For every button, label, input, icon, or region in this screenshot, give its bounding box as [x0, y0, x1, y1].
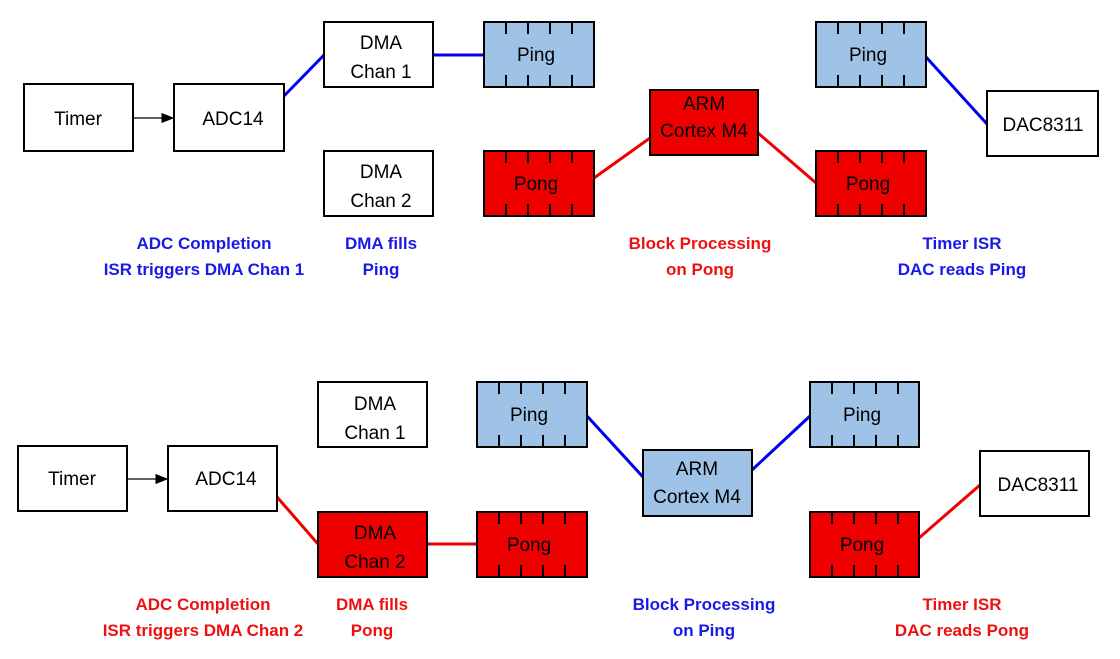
top-caption-block-line2: on Pong — [666, 260, 734, 279]
top-dma1-line2: Chan 1 — [350, 62, 411, 83]
top-ping-in-label: Ping — [517, 45, 555, 66]
bottom-arm-box: ARM Cortex M4 — [642, 449, 753, 517]
bottom-caption-block-line2: on Ping — [673, 621, 735, 640]
bottom-adc-to-dma2-link — [275, 496, 320, 545]
bottom-dma2-line1: DMA — [354, 523, 397, 544]
bottom-ping-out-label: Ping — [843, 405, 881, 426]
top-dma2-line1: DMA — [360, 162, 403, 183]
bottom-dma1-line1: DMA — [354, 394, 397, 415]
bottom-caption-timer-line2: DAC reads Pong — [895, 621, 1029, 640]
top-timer-box: Timer — [23, 83, 134, 152]
bottom-arm-line2: Cortex M4 — [653, 487, 741, 508]
top-ping-out-label: Ping — [849, 45, 887, 66]
top-caption-dma-line1: DMA fills — [345, 234, 417, 253]
bottom-dma1-line2: Chan 1 — [344, 423, 405, 444]
bottom-pong-to-dac-link — [918, 483, 981, 540]
top-adc-box: ADC14 — [173, 83, 285, 152]
top-adc-to-dma1-link — [282, 53, 326, 98]
bottom-caption-block-line1: Block Processing — [633, 595, 776, 614]
bottom-pong-out-buffer: Pong — [809, 511, 920, 578]
bottom-caption-adc-line2: ISR triggers DMA Chan 2 — [103, 621, 304, 640]
top-caption-block-line1: Block Processing — [629, 234, 772, 253]
bottom-adc-label: ADC14 — [195, 469, 257, 490]
top-ping-out-buffer: Ping — [815, 21, 927, 88]
top-pong-out-label: Pong — [846, 174, 890, 195]
top-dac-box: DAC8311 — [986, 90, 1099, 157]
top-pong-in-label: Pong — [514, 174, 558, 195]
top-dma1-box: DMA Chan 1 — [323, 21, 434, 88]
bottom-dma2-line2: Chan 2 — [344, 552, 405, 573]
bottom-caption-adc-line1: ADC Completion — [135, 595, 270, 614]
top-caption-dma-line2: Ping — [363, 260, 400, 279]
top-pong-out-buffer: Pong — [815, 150, 927, 217]
top-adc-label: ADC14 — [202, 109, 264, 130]
bottom-pong-out-label: Pong — [840, 535, 884, 556]
top-arm-box: ARM Cortex M4 — [649, 89, 759, 156]
bottom-dma2-box: DMA Chan 2 — [317, 511, 428, 578]
bottom-ping-to-arm-link — [585, 414, 645, 479]
bottom-dma1-box: DMA Chan 1 — [317, 381, 428, 448]
bottom-pong-in-label: Pong — [507, 535, 551, 556]
top-section: Timer ADC14 DMA Chan 1 DMA Chan 2 Ping — [23, 21, 1099, 279]
bottom-pong-in-buffer: Pong — [476, 511, 588, 578]
top-pong-to-arm-link — [593, 136, 651, 180]
bottom-arm-to-ping-link — [750, 414, 812, 472]
top-arm-line1: ARM — [683, 94, 725, 115]
bottom-dac-box: DAC8311 — [979, 450, 1090, 517]
top-dma2-line2: Chan 2 — [350, 191, 411, 212]
top-dma2-box: DMA Chan 2 — [323, 150, 434, 217]
top-ping-to-dac-link — [924, 55, 989, 126]
bottom-timer-box: Timer — [17, 445, 128, 512]
bottom-ping-in-label: Ping — [510, 405, 548, 426]
bottom-adc-box: ADC14 — [167, 445, 278, 512]
top-dac-label: DAC8311 — [1003, 115, 1084, 136]
bottom-ping-out-buffer: Ping — [809, 381, 920, 448]
bottom-caption-timer-line1: Timer ISR — [922, 595, 1001, 614]
top-arm-to-pong-link — [757, 131, 817, 185]
top-dma1-line1: DMA — [360, 33, 403, 54]
bottom-section: Timer ADC14 DMA Chan 1 DMA Chan 2 Ping — [17, 381, 1090, 640]
bottom-ping-in-buffer: Ping — [476, 381, 588, 448]
bottom-timer-label: Timer — [48, 469, 97, 490]
top-pong-in-buffer: Pong — [483, 150, 595, 217]
top-ping-in-buffer: Ping — [483, 21, 595, 88]
top-caption-adc-line1: ADC Completion — [136, 234, 271, 253]
top-timer-label: Timer — [54, 109, 103, 130]
bottom-caption-dma-line1: DMA fills — [336, 595, 408, 614]
top-arm-line2: Cortex M4 — [660, 121, 748, 142]
bottom-arm-line1: ARM — [676, 459, 718, 480]
bottom-dac-label: DAC8311 — [998, 475, 1079, 496]
top-caption-timer-line2: DAC reads Ping — [898, 260, 1026, 279]
bottom-caption-dma-line2: Pong — [351, 621, 394, 640]
top-caption-timer-line1: Timer ISR — [922, 234, 1001, 253]
top-caption-adc-line2: ISR triggers DMA Chan 1 — [104, 260, 305, 279]
